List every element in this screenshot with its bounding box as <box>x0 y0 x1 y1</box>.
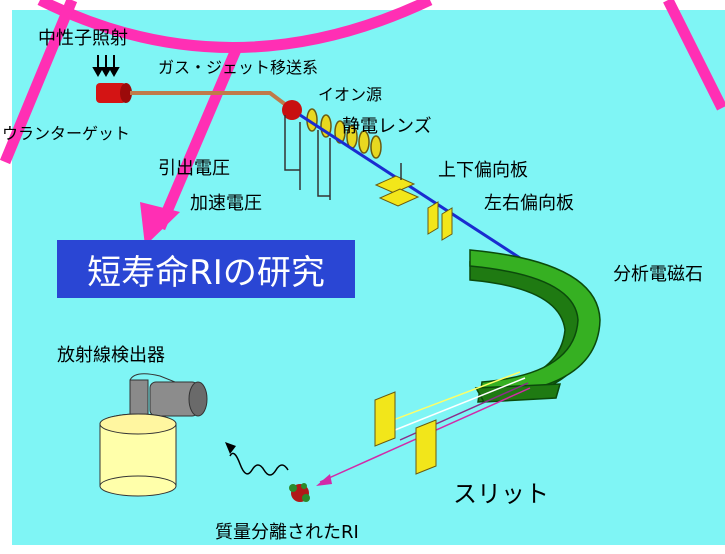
pink-right-stroke <box>663 0 725 111</box>
label-magnet: 分析電磁石 <box>613 264 703 285</box>
gas-jet-tube <box>130 91 292 110</box>
label-ionsource: イオン源 <box>318 85 383 104</box>
ri-particle-icon <box>289 483 310 502</box>
electrode-rings <box>306 108 382 159</box>
slit-plates-icon <box>374 391 437 475</box>
label-separated: 質量分離されたRI <box>215 522 359 543</box>
label-extraction: 引出電圧 <box>158 158 230 179</box>
label-target: ウランターゲット <box>2 124 131 143</box>
leftright-deflector-icon <box>427 201 453 241</box>
beam-arrow-head <box>316 474 332 486</box>
pink-arrow-shaft <box>154 42 244 231</box>
voltage-wires <box>284 115 331 200</box>
ion-source-icon <box>282 100 302 120</box>
pink-left-stroke <box>0 0 78 165</box>
radiation-detector-icon <box>99 373 208 497</box>
label-lens: 静電レンズ <box>342 116 432 137</box>
pink-arrow-head <box>140 202 180 246</box>
updown-deflector-icon <box>374 175 420 207</box>
uranium-target-icon <box>96 83 132 103</box>
title-box: 短寿命RIの研究 <box>57 240 355 298</box>
label-leftright: 左右偏向板 <box>484 193 574 214</box>
label-slit: スリット <box>453 480 549 508</box>
analyzing-magnet-icon <box>469 249 601 403</box>
label-detector: 放射線検出器 <box>57 345 165 366</box>
label-updown: 上下偏向板 <box>438 160 528 181</box>
gamma-wave <box>229 452 289 476</box>
neutron-arrows-icon <box>92 55 120 78</box>
label-gasjet: ガス・ジェット移送系 <box>158 58 319 77</box>
ion-beam <box>299 113 521 260</box>
label-neutron: 中性子照射 <box>38 28 128 49</box>
label-accel: 加速電圧 <box>190 193 262 214</box>
